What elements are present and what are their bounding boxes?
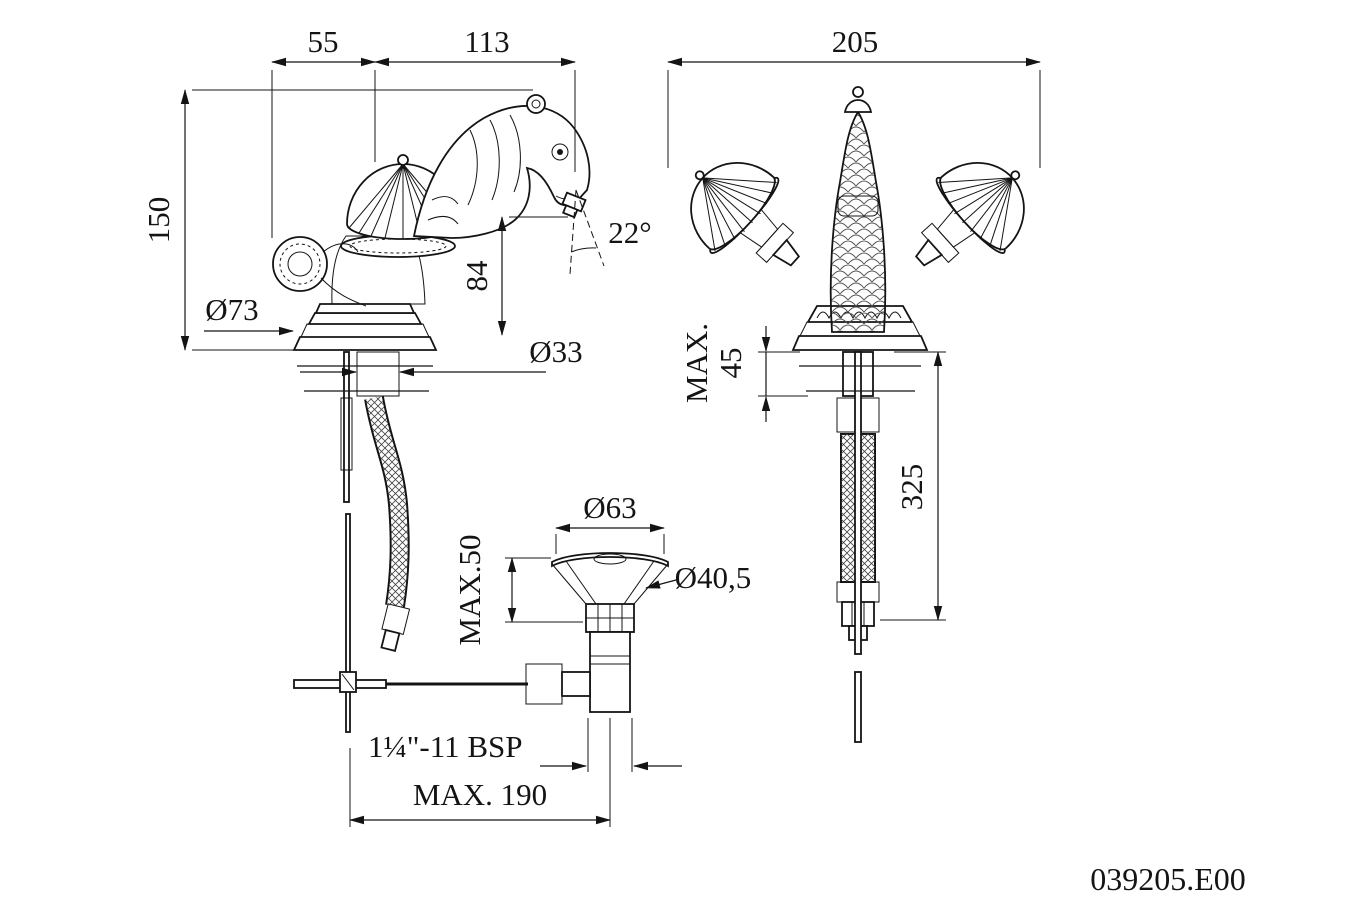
drain-funnel <box>551 552 669 605</box>
side-scroll-ornament <box>272 236 367 307</box>
dim-max50: MAX.50 <box>452 534 583 646</box>
dim-113: 113 <box>374 24 576 172</box>
dim-63-label: Ø63 <box>583 490 636 525</box>
dim-max45-max-label: MAX. <box>679 323 714 403</box>
dim-73-label: Ø73 <box>205 292 258 327</box>
side-popup-linkage <box>293 671 528 693</box>
dim-84: 84 <box>459 216 568 336</box>
dim-bsp: 1¼"-11 BSP <box>368 718 682 772</box>
front-finial <box>852 86 864 98</box>
dim-55-label: 55 <box>308 24 339 59</box>
side-dome-collar-scallop <box>349 238 447 254</box>
drain-figure <box>525 552 669 713</box>
drain-rod-nut <box>525 663 591 705</box>
side-shank <box>356 351 400 397</box>
side-base <box>292 303 438 351</box>
drain-strainer <box>585 603 635 633</box>
side-popup-rod-knurl <box>340 397 353 471</box>
front-column <box>829 86 887 333</box>
dim-325-label: 325 <box>894 464 929 511</box>
front-left-handle <box>690 161 801 267</box>
dim-33: Ø33 <box>300 334 583 377</box>
spout-outlet <box>561 191 587 219</box>
spout-top-ring <box>526 94 546 114</box>
dim-84-label: 84 <box>459 260 494 292</box>
front-popup-rod <box>854 351 862 655</box>
side-supply-hose <box>364 396 410 608</box>
dim-63: Ø63 <box>555 490 665 554</box>
dim-33-label: Ø33 <box>529 334 582 369</box>
dim-bsp-label: 1¼"-11 BSP <box>368 729 523 764</box>
dim-55: 55 <box>271 24 376 238</box>
side-hose-fitting <box>380 603 411 652</box>
dim-73: Ø73 <box>204 292 294 336</box>
dim-325: 325 <box>880 351 946 621</box>
dim-22deg: 22° <box>569 189 652 275</box>
dim-22deg-label: 22° <box>608 215 651 250</box>
dim-113-label: 113 <box>464 24 509 59</box>
dim-max50-label: MAX.50 <box>452 534 487 645</box>
dim-150-label: 150 <box>141 197 176 244</box>
side-popup-rod-lower <box>345 513 351 733</box>
dim-405-label: Ø40,5 <box>675 560 752 595</box>
front-right-handle <box>914 161 1025 267</box>
dim-205: 205 <box>667 24 1041 168</box>
side-view-figure <box>272 94 591 733</box>
part-number: 039205.E00 <box>1090 861 1246 897</box>
front-view-figure <box>690 86 1025 743</box>
front-popup-rod-lower <box>854 671 862 743</box>
dim-max190-label: MAX. 190 <box>413 777 547 812</box>
dim-max45-value-label: 45 <box>713 348 748 379</box>
dim-405: Ø40,5 <box>645 560 752 595</box>
dim-max190: MAX. 190 <box>349 718 611 827</box>
dim-205-label: 205 <box>832 24 879 59</box>
spout-eye-icon <box>551 143 569 161</box>
side-popup-rod-upper <box>343 351 350 503</box>
side-spout <box>412 94 591 239</box>
dim-max45: MAX. 45 <box>679 323 808 422</box>
drain-tailpiece <box>589 631 631 713</box>
dim-150: 150 <box>141 89 533 351</box>
